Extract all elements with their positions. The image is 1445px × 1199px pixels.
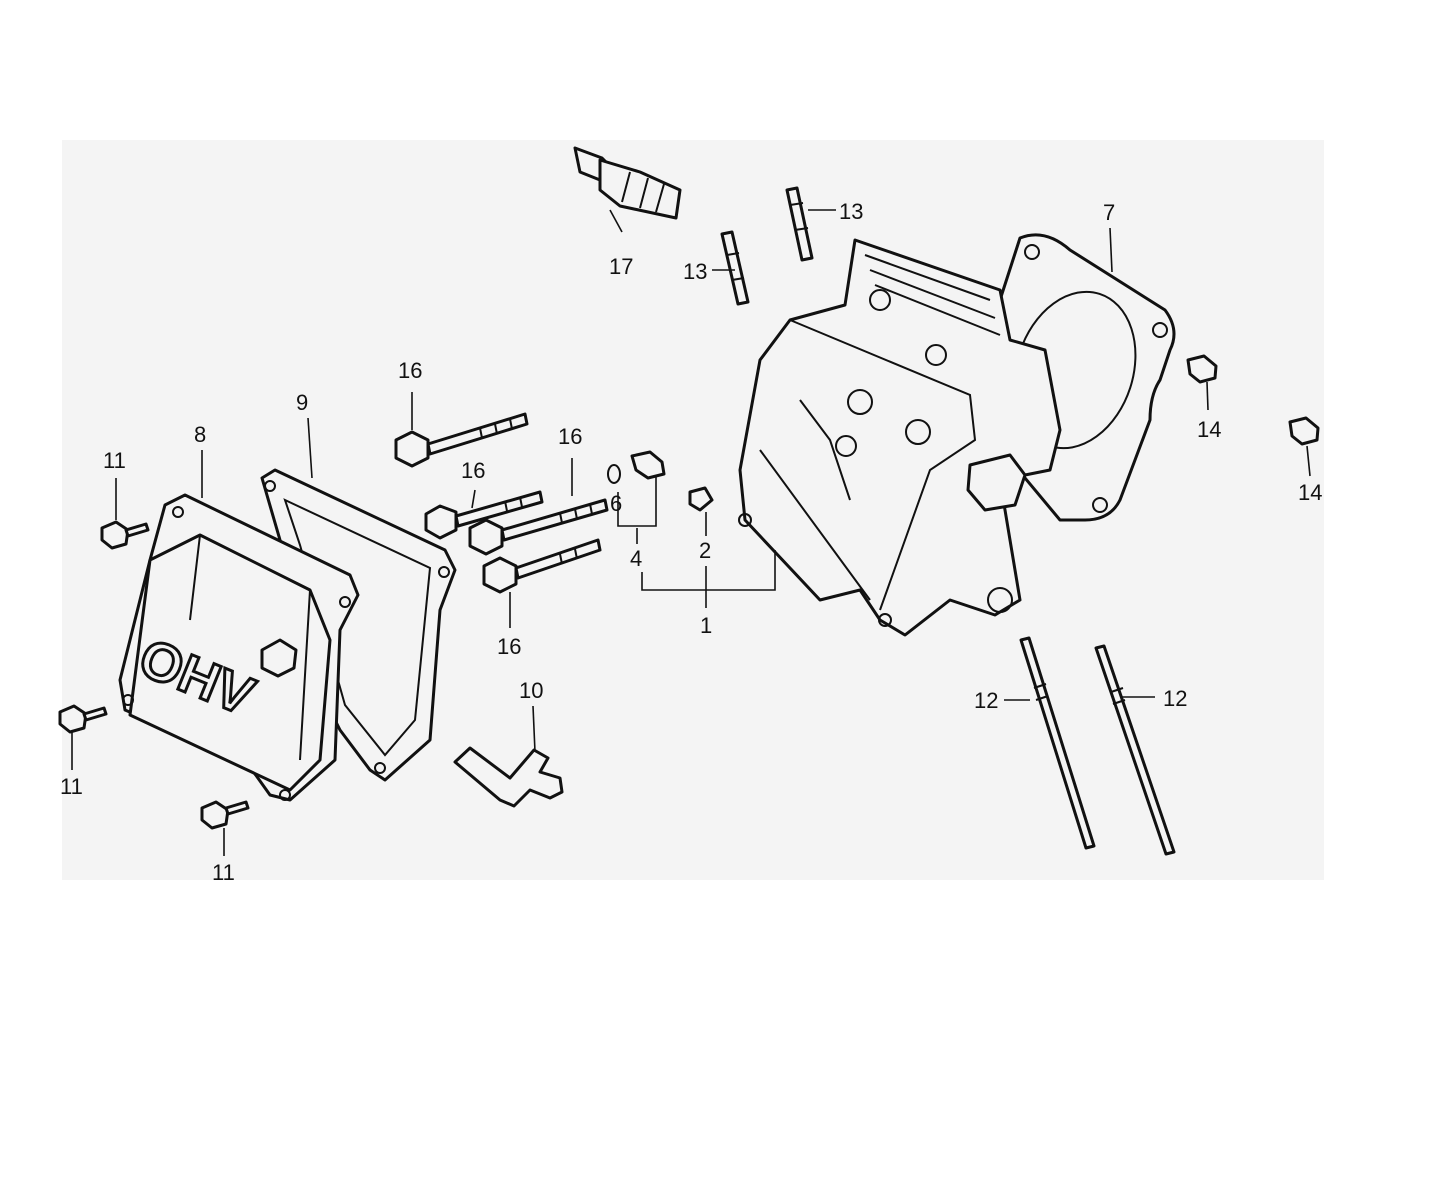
breather-tube (453, 746, 564, 808)
callout-16-b: 16 (461, 458, 485, 483)
callout-labels: 17 13 13 7 14 14 16 16 16 16 9 8 11 11 1… (60, 199, 1322, 885)
callout-11-c: 11 (212, 860, 235, 885)
cover-bolt-b (58, 704, 108, 734)
dowel-pin-4 (630, 450, 666, 480)
callout-4: 4 (630, 546, 642, 571)
callout-1: 1 (700, 613, 712, 638)
callout-9: 9 (296, 390, 308, 415)
callout-11-b: 11 (60, 774, 83, 799)
callout-10: 10 (519, 678, 543, 703)
callout-16-d: 16 (497, 634, 521, 659)
stud-upper-left (720, 230, 750, 306)
cylinder-head (738, 238, 1062, 637)
callout-13-upper: 13 (839, 199, 863, 224)
leader-lines (71, 209, 1311, 856)
callout-16-a: 16 (398, 358, 422, 383)
callout-13-lower: 13 (683, 259, 707, 284)
callout-11-a: 11 (103, 448, 126, 473)
cover-bolt-a (100, 520, 150, 550)
spark-plug (573, 146, 682, 220)
dowel-pin-14-a (1186, 354, 1218, 384)
callout-6: 6 (610, 491, 622, 516)
long-stud-b (1094, 644, 1176, 856)
head-bolt-d (482, 538, 602, 594)
callout-12-b: 12 (1163, 686, 1187, 711)
callout-16-c: 16 (558, 424, 582, 449)
dowel-pin-14-b (1288, 416, 1320, 446)
head-bolt-b (424, 490, 544, 540)
callout-14-a: 14 (1197, 417, 1221, 442)
callout-14-b: 14 (1298, 480, 1322, 505)
head-cover: OHV (118, 493, 360, 802)
callout-8: 8 (194, 422, 206, 447)
clip-6 (607, 464, 621, 484)
cover-bolt-c (200, 800, 250, 830)
callout-2: 2 (699, 538, 711, 563)
callout-12-a: 12 (974, 688, 998, 713)
long-stud-a (1019, 636, 1096, 850)
callout-17: 17 (609, 254, 633, 279)
callout-7: 7 (1103, 200, 1115, 225)
head-bolt-c (468, 498, 609, 556)
stud-upper-right (785, 186, 814, 262)
head-bolt-a (394, 412, 529, 468)
dowel-pin-2 (688, 486, 714, 512)
